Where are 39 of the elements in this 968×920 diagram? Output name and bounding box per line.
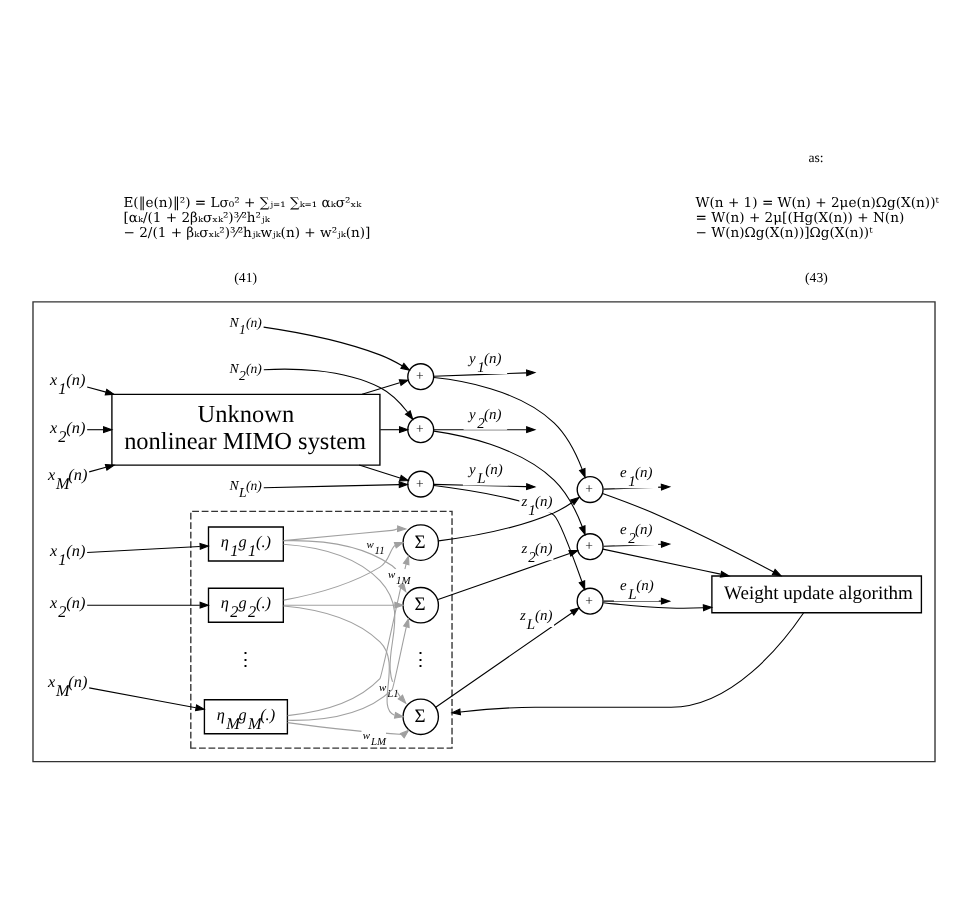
arrow xyxy=(433,368,537,376)
arrow xyxy=(433,425,537,433)
arrow xyxy=(282,604,405,718)
arrow xyxy=(450,611,805,715)
arrow xyxy=(86,600,210,608)
arrow xyxy=(602,601,714,611)
node-box: Weight update algorithm xyxy=(711,574,923,613)
node-circle: Σ xyxy=(402,697,440,735)
arrow xyxy=(603,539,672,547)
node-circle: Σ xyxy=(402,523,440,560)
node-circle: Σ xyxy=(402,585,440,623)
arrow xyxy=(287,616,410,720)
arrow xyxy=(283,600,405,608)
arrow xyxy=(88,462,116,472)
arrow xyxy=(263,325,411,370)
arrow xyxy=(283,524,408,541)
arrow xyxy=(433,376,586,478)
arrow xyxy=(433,482,537,490)
arrow xyxy=(603,482,672,490)
arrow xyxy=(433,484,586,590)
cluster xyxy=(32,300,936,762)
arrow xyxy=(86,541,210,553)
arrow xyxy=(361,378,410,394)
arrow xyxy=(263,480,410,488)
arrow xyxy=(437,549,580,600)
arrow xyxy=(263,367,414,420)
arrow xyxy=(603,596,672,604)
label: ⋮ xyxy=(236,651,257,672)
label: ⋮ xyxy=(411,651,432,672)
arrow xyxy=(379,425,410,433)
arrow xyxy=(602,547,731,577)
arrow xyxy=(86,385,116,395)
arrow xyxy=(88,686,206,711)
arrow xyxy=(602,491,783,576)
arrow xyxy=(433,429,586,535)
arrow xyxy=(358,463,410,481)
arrow xyxy=(286,721,410,738)
node-box: Unknown nonlinear MIMO system xyxy=(111,392,381,465)
arrow xyxy=(438,495,581,541)
